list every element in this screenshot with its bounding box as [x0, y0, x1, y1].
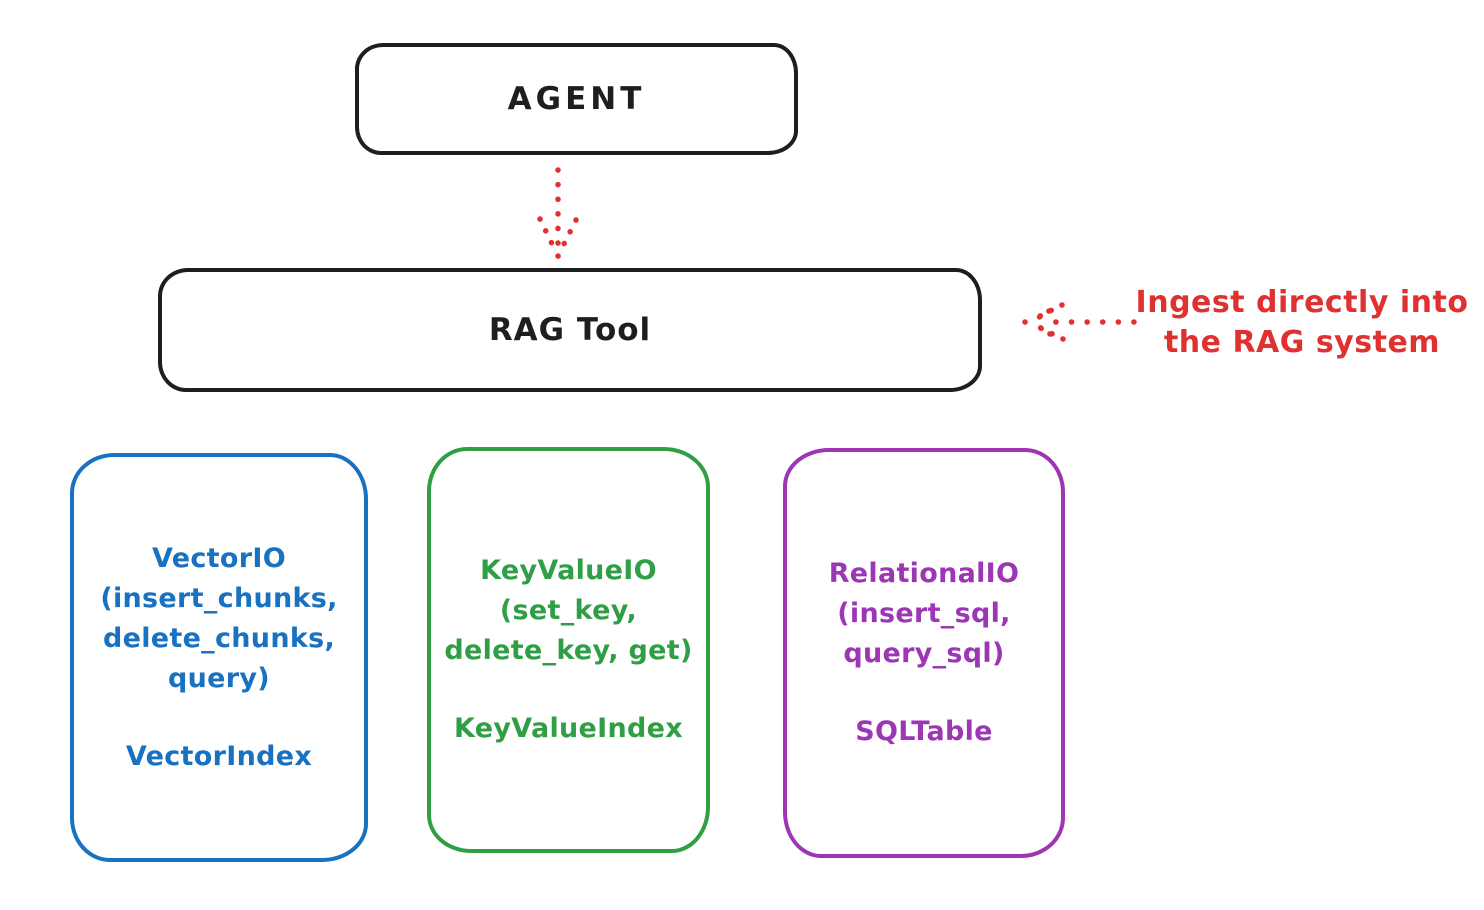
ingest-annotation-line1: Ingest directly into	[1135, 285, 1469, 320]
agent-node[interactable]: AGENT	[355, 43, 798, 155]
arrow-wing-left	[537, 216, 558, 253]
arrow-inner-wing-bottom	[1030, 320, 1053, 337]
card-line: VectorIO	[152, 542, 286, 574]
agent-to-rag-arrow[interactable]	[537, 167, 579, 259]
arrow-wing-bottom	[1029, 321, 1066, 342]
keyvalue-index-label: KeyValueIndex	[453, 713, 683, 744]
relational-io-signature: RelationalIO (insert_sql, query_sql)	[829, 554, 1020, 674]
arrow-inner-wing-top	[1030, 308, 1052, 324]
vector-index-label: VectorIndex	[125, 740, 313, 772]
arrow-wing-right	[558, 217, 579, 253]
agent-label: AGENT	[507, 81, 646, 117]
card-line: RelationalIO	[828, 558, 1020, 589]
ingest-annotation-line2: the RAG system	[1163, 325, 1441, 360]
rag-tool-node[interactable]: RAG Tool	[158, 268, 982, 392]
ingest-arrow[interactable]	[1022, 302, 1137, 342]
card-line: delete_key, get)	[444, 635, 693, 666]
card-line: KeyValueIO	[480, 555, 657, 586]
card-line: (set_key,	[499, 595, 638, 626]
sql-table-label: SQLTable	[855, 716, 993, 747]
relational-io-card[interactable]: RelationalIO (insert_sql, query_sql) SQL…	[783, 448, 1065, 858]
card-line: (insert_chunks,	[100, 582, 338, 614]
rag-tool-label: RAG Tool	[488, 312, 652, 348]
arrow-wing-top	[1029, 302, 1065, 323]
ingest-annotation: Ingest directly into the RAG system	[1120, 283, 1484, 363]
keyvalue-io-signature: KeyValueIO (set_key, delete_key, get)	[444, 551, 692, 671]
card-line: (insert_sql,	[837, 598, 1011, 629]
card-line: delete_chunks,	[102, 622, 336, 654]
vector-io-card[interactable]: VectorIO (insert_chunks, delete_chunks, …	[70, 453, 368, 862]
keyvalue-io-card[interactable]: KeyValueIO (set_key, delete_key, get) Ke…	[427, 447, 710, 853]
card-line: query_sql)	[843, 638, 1005, 669]
card-line: query)	[168, 662, 270, 694]
vector-io-signature: VectorIO (insert_chunks, delete_chunks, …	[100, 539, 337, 699]
